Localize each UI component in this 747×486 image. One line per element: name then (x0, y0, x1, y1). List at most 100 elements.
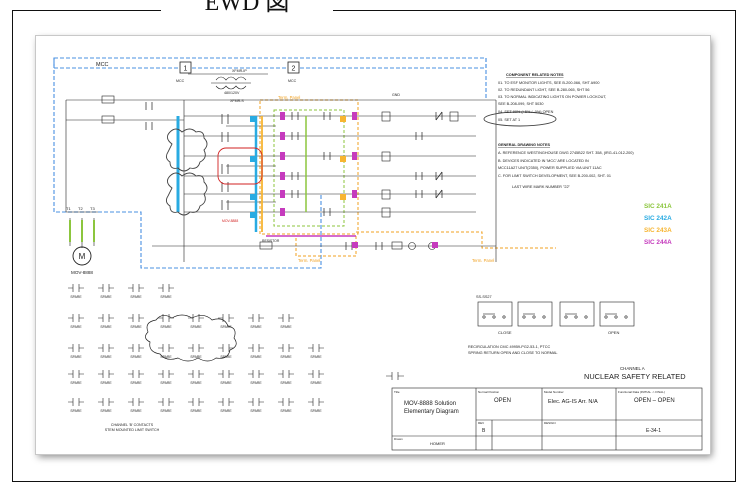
limit-switch-contact (386, 372, 404, 380)
spare-contact (98, 284, 114, 292)
normal-pos-value: OPEN (494, 398, 511, 404)
component-note-1: 01. TO ESF MONITOR LIGHTS, SEE B-200-066… (498, 81, 599, 85)
spare-label: SPARE (160, 381, 172, 385)
spare-contact (128, 398, 144, 406)
legend-item: SIC 241A (644, 203, 672, 210)
model-value: Elec. AG-IS Arr. N/A (548, 399, 598, 405)
model-header: Model Number (544, 390, 564, 394)
spare-label: SPARE (70, 381, 82, 385)
spare-label: SPARE (130, 295, 142, 299)
spare-contact (68, 398, 84, 406)
spare-label: SPARE (100, 409, 112, 413)
spare-contact (128, 370, 144, 378)
func-value: OPEN – OPEN (634, 398, 675, 404)
spare-contact (308, 398, 324, 406)
gnd-label: GND (392, 93, 400, 97)
frame-title: EWD 図 (161, 0, 333, 15)
spare-contact (158, 398, 174, 406)
component-note-4: SEE B-208-099, SHT 5030 (498, 102, 544, 106)
drawn-by-value: HOMER (430, 441, 445, 446)
spring-note-1: RECIRCULATION CMC 49959-PG2-53-1, PTCC (468, 345, 550, 349)
spare-contact (248, 314, 264, 322)
nuclear-label: NUCLEAR SAFETY RELATED (584, 372, 686, 381)
lower-contacts: SPARE SPARE SPARE SPARE SPARE SPARE SPARE SPARE… (68, 284, 404, 413)
spare-label: SPARE (280, 355, 292, 359)
spare-contact (98, 370, 114, 378)
spare-contact (218, 314, 234, 322)
spare-label: SPARE (130, 325, 142, 329)
revision-cloud-1 (217, 147, 263, 185)
spare-label: SPARE (220, 355, 232, 359)
mov-tag-label: MOV-8888 (222, 219, 238, 223)
general-notes-title: GENERAL DRAWING NOTES (498, 143, 551, 147)
mcc-label: MCC (96, 62, 109, 68)
spare-contact (128, 284, 144, 292)
spare-contact (278, 314, 294, 322)
spare-contact (278, 370, 294, 378)
motor-tag: MOV-8888 (71, 270, 93, 275)
spare-label: SPARE (250, 381, 262, 385)
title-line-1: MOV-8888 Solution (404, 401, 456, 407)
spare-label: SPARE (310, 409, 322, 413)
spare-contact (158, 314, 174, 322)
mcc-top-strip (53, 57, 487, 69)
rev-value: B (482, 428, 486, 434)
general-note-c: C. FOR LIMIT SWITCH DEVELOPMENT, SEE B-2… (498, 174, 611, 178)
spare-label: SPARE (280, 409, 292, 413)
close-label: CLOSE (498, 330, 512, 335)
spare-label: SPARE (100, 355, 112, 359)
spare-label: SPARE (160, 325, 172, 329)
spare-contact (158, 284, 174, 292)
spare-label: SPARE (100, 325, 112, 329)
spare-contact (218, 370, 234, 378)
spare-contact (128, 314, 144, 322)
spare-label: SPARE (130, 381, 142, 385)
xfmr-rating: 480/120V (224, 91, 240, 95)
spare-contact (248, 398, 264, 406)
box1-label: 1 (184, 66, 188, 73)
last-wire-note: LAST WIRE MARK NUMBER "22" (512, 185, 571, 189)
spare-label: SPARE (70, 409, 82, 413)
t2-label: T2 (78, 206, 83, 211)
xfmr-label: XFMR-IP (232, 69, 247, 73)
drawn-by-header: Drawn (394, 437, 403, 441)
term-panel-box-2 (273, 109, 345, 227)
spare-label: SPARE (190, 381, 202, 385)
spare-contact (128, 344, 144, 352)
legend-item: SIC 243A (644, 227, 672, 234)
spare-label: SPARE (70, 325, 82, 329)
resistor-label: RESISTOR (262, 239, 280, 243)
spare-label: SPARE (250, 355, 262, 359)
spare-label: SPARE (220, 409, 232, 413)
drawing-frame: EWD 図 (12, 0, 736, 482)
spare-contact (278, 398, 294, 406)
sheet-number: E-34-1 (646, 428, 661, 434)
ss-switch-label: SS-SS27 (476, 295, 492, 299)
spare-contact (68, 314, 84, 322)
component-notes-title: COMPONENT RELATED NOTES (506, 73, 564, 77)
spring-note-2: SPRING RETURN OPEN AND CLOSE TO NORMAL (468, 351, 558, 355)
spare-label: SPARE (190, 325, 202, 329)
spare-contact (68, 370, 84, 378)
spare-contact (218, 398, 234, 406)
legend-item: SIC 242A (644, 215, 672, 222)
spare-label: SPARE (220, 325, 232, 329)
spare-contact (188, 370, 204, 378)
t3-label: T3 (90, 206, 95, 211)
spare-contact (248, 370, 264, 378)
spare-label: SPARE (100, 381, 112, 385)
spare-label: SPARE (250, 409, 262, 413)
general-note-a: A. REFERENCE WESTINGHOUSE DWG 2745B22 SH… (498, 151, 634, 155)
spare-label: SPARE (160, 355, 172, 359)
spare-label: SPARE (160, 409, 172, 413)
xfmr-mcc-label: XFMR-S (230, 99, 244, 103)
spare-label: SPARE (310, 355, 322, 359)
spare-contact (188, 344, 204, 352)
spare-contact (158, 370, 174, 378)
spare-label: SPARE (220, 381, 232, 385)
spare-label: SPARE (130, 355, 142, 359)
spare-contact (68, 344, 84, 352)
title-line-2: Elementary Diagram (404, 409, 459, 415)
spare-label: SPARE (70, 295, 82, 299)
general-note-b: B. DEVICES INDICATED IN 'MCC' ARE LOCATE… (498, 159, 589, 163)
